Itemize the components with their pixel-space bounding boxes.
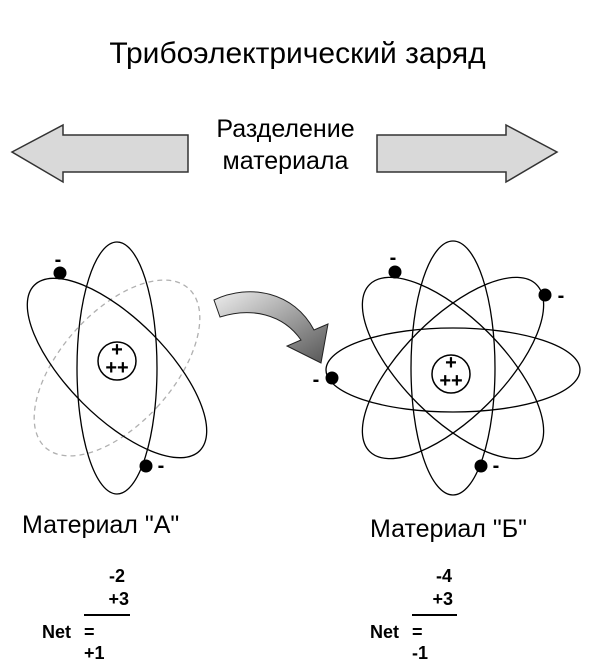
atom-b-electron-2-sign: - [558, 285, 565, 307]
atom-a-orbit-transferred [33, 279, 201, 457]
material-a-electron-count: -2 [108, 566, 125, 586]
atom-a-nucleus [97, 341, 137, 381]
atom-b-electron-2 [538, 288, 552, 302]
atom-a-electron-2-sign: - [158, 455, 165, 477]
atom-a-orbit-vertical [76, 241, 158, 495]
atom-b-nucleus [431, 354, 471, 394]
material-a-proton-count: +3 [108, 589, 129, 609]
right-arrow [376, 123, 559, 184]
atom-a: + ++ - - [26, 241, 208, 495]
atom-b-electron-4-sign: - [493, 455, 500, 477]
atom-b-electron-3-sign: - [313, 369, 320, 391]
atom-a-electron-1-sign: - [55, 249, 62, 271]
atom-b-nucleus-plus-top: + [445, 352, 457, 374]
material-b-proton-count: +3 [432, 589, 453, 609]
atom-b-nucleus-plus-bottom: ++ [439, 370, 462, 392]
atom-b-orbit-diagonal-2 [361, 276, 545, 460]
material-b-net-value: = -1 [412, 622, 429, 663]
diagram-title: Трибоэлектрический заряд [109, 37, 486, 70]
material-b-sum-line [412, 614, 457, 616]
atom-b-electron-1-sign: - [390, 247, 397, 269]
atom-b-electron-4 [474, 459, 488, 473]
atom-a-nucleus-plus-top: + [111, 339, 123, 361]
atom-a-electron-1 [53, 266, 67, 280]
material-a-net-value: = +1 [84, 622, 105, 663]
separation-label: Разделение материала [188, 113, 383, 177]
material-b-label: Материал "Б" [370, 515, 527, 543]
transfer-arrow [213, 291, 329, 364]
material-a-sum-line [84, 614, 130, 616]
atom-b: + ++ - - - - [313, 240, 581, 496]
atom-a-nucleus-plus-bottom: ++ [105, 357, 128, 379]
separation-label-line-2: материала [222, 147, 349, 175]
material-b-electron-count: -4 [435, 566, 452, 586]
left-arrow [10, 123, 189, 184]
atom-b-orbit-vertical [410, 240, 496, 496]
atom-b-electron-3 [325, 371, 339, 385]
atom-a-electron-2 [139, 459, 153, 473]
material-a-label: Материал "А" [22, 511, 180, 539]
atom-b-orbit-horizontal [325, 327, 581, 413]
atom-b-orbit-diagonal-1 [361, 276, 545, 460]
atom-a-orbit-diagonal [26, 277, 208, 459]
material-b-net-label: Net [370, 622, 400, 642]
material-a-net-label: Net [42, 622, 72, 642]
separation-label-line-1: Разделение [216, 115, 355, 143]
atom-b-electron-1 [388, 265, 402, 279]
